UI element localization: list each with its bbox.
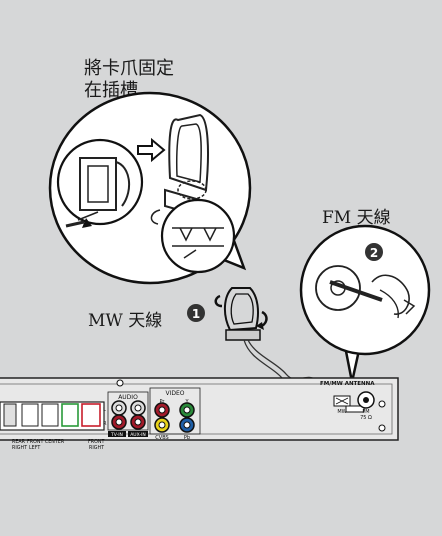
video-inputs: VIDEO Pr Y CVBS Pb: [149, 387, 201, 441]
audio-l-label: L: [103, 407, 106, 413]
mw-terminal-label: MW: [337, 409, 346, 415]
y-label: Y: [184, 399, 189, 405]
step-1-badge: 1: [187, 304, 205, 322]
tv-in-label: TV-IN: [110, 432, 123, 438]
audio-r-label: R: [103, 421, 107, 427]
arrow-right-icon: [137, 137, 166, 163]
rear-panel: REAR RIGHT FRONT CENTER LEFT FRONT RIGHT…: [0, 377, 399, 451]
step-2-badge: 2: [370, 246, 378, 260]
pr-label: Pr: [160, 399, 166, 405]
audio-label: AUDIO: [118, 394, 138, 401]
mw-clip-magnifier: [48, 91, 252, 285]
rear-right-label-1: REAR: [12, 439, 26, 445]
fm-terminal-label: FM: [362, 409, 369, 415]
fm-plug-magnifier: 2: [299, 224, 431, 383]
caption-line-1: 將卡爪固定: [84, 58, 174, 79]
fm-antenna-label: FM 天線: [322, 208, 391, 228]
mw-antenna-label: MW 天線: [88, 311, 163, 331]
video-label: VIDEO: [165, 390, 184, 397]
left-label: LEFT: [29, 445, 40, 451]
ohm-label: 75 Ω: [360, 415, 372, 421]
front-right-label-2: RIGHT: [89, 445, 104, 451]
front-right-label-1: FRONT: [88, 439, 104, 445]
aux-in-label: AUX-IN: [130, 432, 146, 438]
svg-text:1: 1: [192, 307, 200, 321]
rear-right-label-2: RIGHT: [12, 445, 27, 451]
antenna-terminals: FM/MW ANTENNA MW FM 75 Ω: [320, 381, 375, 421]
audio-inputs: AUDIO L R TV-IN AUX-IN: [103, 391, 149, 438]
mw-loop-antenna: [214, 287, 268, 341]
pb-label: Pb: [184, 435, 190, 441]
front-center-label: FRONT CENTER: [27, 439, 65, 445]
cvbs-label: CVBS: [155, 435, 168, 441]
fm-mw-antenna-label: FM/MW ANTENNA: [320, 381, 375, 387]
speaker-terminals: REAR RIGHT FRONT CENTER LEFT FRONT RIGHT: [0, 401, 105, 451]
